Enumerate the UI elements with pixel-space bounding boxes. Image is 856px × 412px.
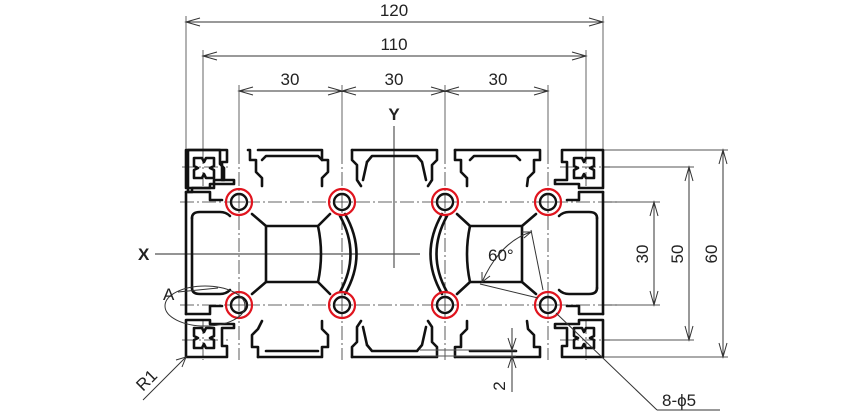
curved-web-right xyxy=(429,212,444,296)
corner-radius-label: R1 xyxy=(132,366,161,395)
dimension-inner-height: 30 xyxy=(603,200,660,307)
dimension-label-120: 120 xyxy=(380,1,408,20)
corner-core xyxy=(572,156,596,180)
dimension-label-pitch-1: 30 xyxy=(281,70,300,89)
wall-thickness-callout: 2 xyxy=(420,328,517,392)
dimension-label-pitch-2: 30 xyxy=(385,70,404,89)
corner-core xyxy=(192,326,216,350)
profile-outline xyxy=(184,148,605,359)
axis-x-label: X xyxy=(138,245,150,264)
dimension-slot-span-width: 110 xyxy=(201,35,588,150)
dimension-label-110: 110 xyxy=(380,35,407,54)
detail-a-callout: A xyxy=(163,285,246,327)
curved-web-left xyxy=(338,214,352,294)
angle-label: 60° xyxy=(488,246,514,265)
axis-y-label: Y xyxy=(388,105,400,124)
detail-a-label: A xyxy=(163,285,175,304)
dimension-label-60-vertical: 60 xyxy=(702,245,721,264)
angle-annotation: 60° xyxy=(479,229,544,299)
dimension-slot-span-height: 50 xyxy=(603,165,694,342)
dimension-label-50-vertical: 50 xyxy=(668,245,687,264)
wall-thickness-label: 2 xyxy=(490,381,509,390)
corner-radius-callout: R1 xyxy=(132,356,187,401)
screw-holes xyxy=(224,187,563,320)
dimension-overall-height: 60 xyxy=(603,148,728,359)
dimension-overall-width: 120 xyxy=(184,1,605,150)
corner-core xyxy=(572,326,596,350)
curved-web-left xyxy=(343,212,358,296)
dimension-label-pitch-3: 30 xyxy=(489,70,508,89)
holes-callout: 8-ϕ5 xyxy=(555,312,720,411)
axis-y: Y xyxy=(388,105,400,268)
axis-x: X xyxy=(138,245,420,264)
holes-label: 8-ϕ5 xyxy=(662,391,696,410)
hole-center-lines xyxy=(180,150,620,360)
corner-core xyxy=(192,156,216,180)
dimension-pitch: 30 30 30 xyxy=(237,70,550,150)
dimension-label-30-vertical: 30 xyxy=(633,245,652,264)
